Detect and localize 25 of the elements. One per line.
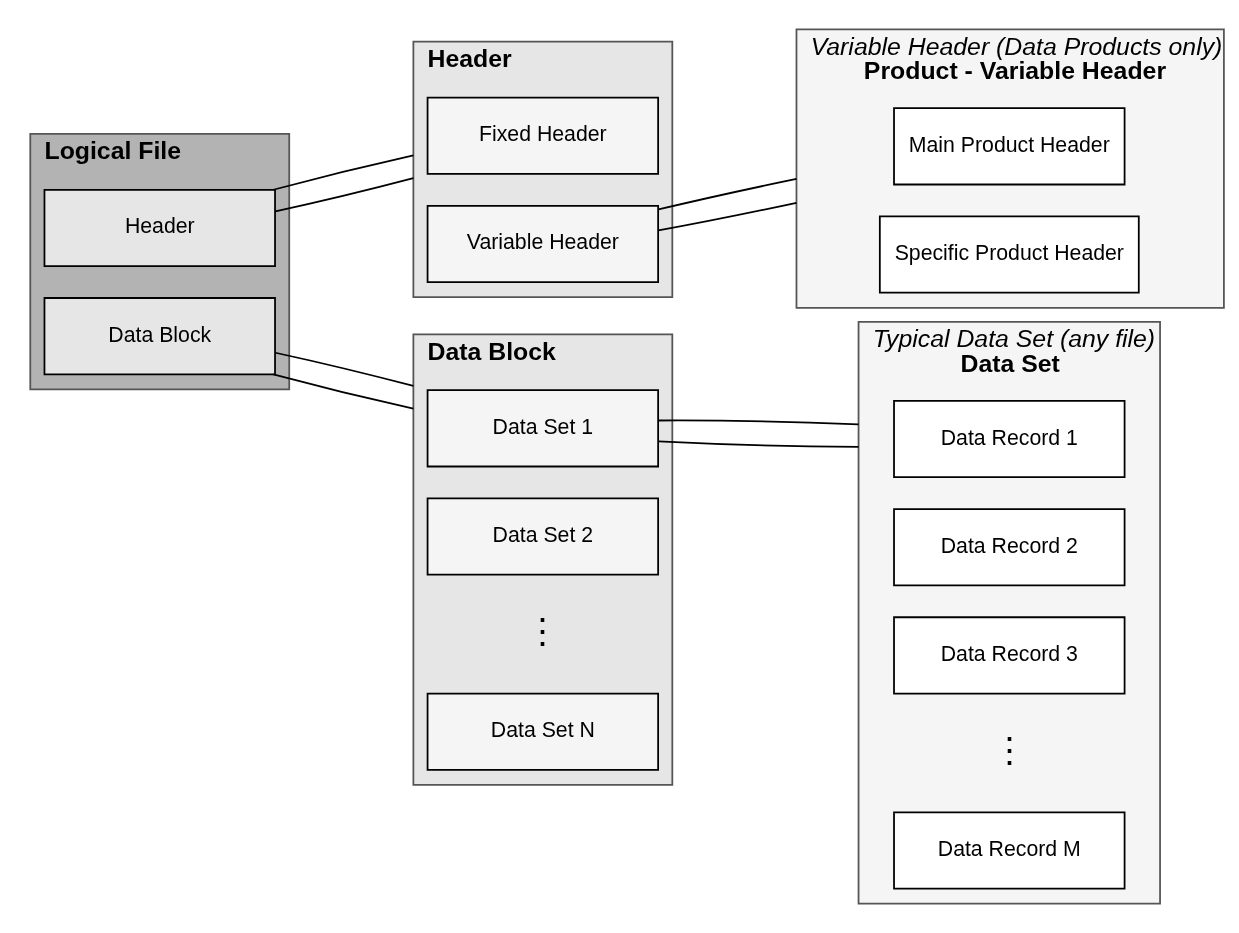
node-box: Data Record 3	[892, 616, 1125, 695]
connector	[657, 178, 797, 211]
connector	[657, 419, 859, 426]
node-box: Header	[43, 188, 276, 267]
connector	[271, 373, 414, 410]
node-box: Data Record 1	[892, 400, 1125, 479]
node-box: Data Set N	[426, 692, 659, 771]
node-label: Typical Data Set (any file)	[872, 325, 1155, 353]
node-box: Data Block	[43, 297, 276, 376]
node-box: Data Record M	[892, 811, 1125, 890]
connector	[657, 440, 859, 448]
connector	[657, 201, 797, 232]
node-box: Data Set 2	[426, 497, 659, 576]
node-box: Variable Header	[426, 204, 659, 283]
node-label: Variable Header (Data Products only)	[810, 32, 1222, 60]
node-box: Specific Product Header	[878, 215, 1140, 294]
connector	[274, 351, 414, 387]
node-box: Data Set 1	[426, 389, 659, 468]
node-box: Main Product Header	[892, 107, 1125, 186]
connector	[274, 177, 414, 213]
label: ⋮	[524, 610, 560, 651]
node-box: Data Record 2	[892, 508, 1125, 587]
label: ⋮	[991, 729, 1027, 770]
node-box: Fixed Header	[426, 96, 659, 175]
connector	[271, 154, 414, 191]
